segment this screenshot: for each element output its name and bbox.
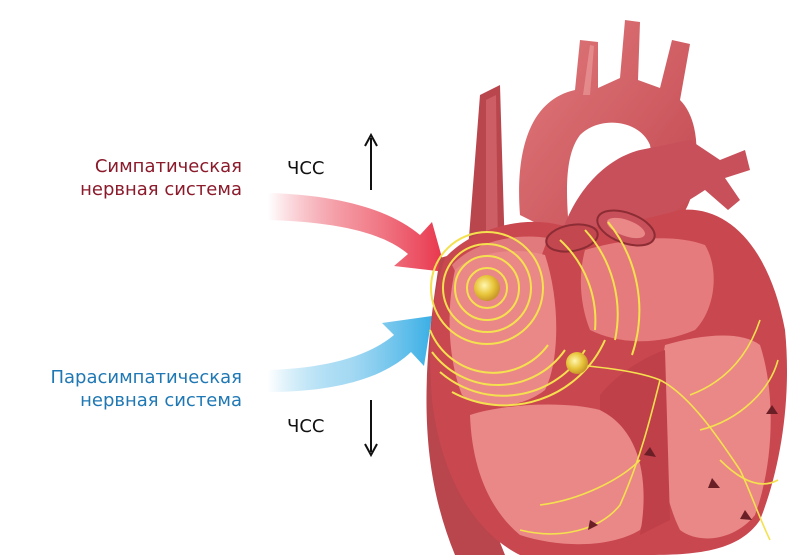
left-atrium xyxy=(581,238,714,341)
sympathetic-label-line1: Симпатическая xyxy=(80,155,242,178)
heart-rate-label-down: ЧСС xyxy=(287,416,324,437)
sympathetic-label-line2: нервная система xyxy=(80,178,242,201)
parasympathetic-label: Парасимпатическая нервная система xyxy=(50,366,242,412)
left-ventricle xyxy=(659,336,771,539)
sympathetic-arrow xyxy=(268,193,446,272)
heart-rate-label-up: ЧСС xyxy=(287,158,324,179)
parasympathetic-arrow xyxy=(268,316,432,392)
parasympathetic-label-line2: нервная система xyxy=(50,389,242,412)
sympathetic-label: Симпатическая нервная система xyxy=(80,155,242,201)
sinoatrial-node xyxy=(474,275,500,301)
heart-rate-up-arrow xyxy=(365,135,377,190)
parasympathetic-label-line1: Парасимпатическая xyxy=(50,366,242,389)
atrioventricular-node xyxy=(566,352,588,374)
heart-rate-down-arrow xyxy=(365,400,377,455)
